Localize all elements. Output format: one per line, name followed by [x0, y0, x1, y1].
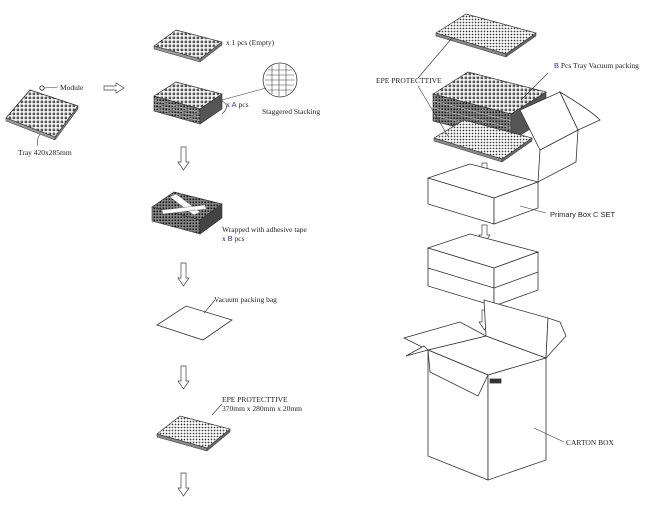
- stack-count-label: x A pcs: [226, 100, 249, 109]
- module-pointer: [39, 85, 59, 91]
- tray-illustration: [5, 89, 79, 141]
- epe-bottom-sheet: [433, 119, 533, 163]
- empty-tray: [153, 29, 223, 63]
- stack-brace: [219, 99, 227, 115]
- epe-left-label: EPE PROTECTTIVE: [222, 395, 288, 404]
- empty-tray-label: x 1 pcs (Empty): [226, 38, 275, 47]
- closed-primary-box: [426, 233, 540, 307]
- arrow-down-icon: [177, 365, 190, 390]
- wrapped-label: Wrapped with adhesive tape: [222, 225, 308, 234]
- stacked-trays: [153, 81, 223, 125]
- module-label: Module: [60, 83, 84, 92]
- primary-box-label: Primary Box C SET: [550, 210, 615, 219]
- epe-right-label: EPE PROTECTTIVE: [376, 76, 442, 85]
- primary-pointer: [519, 205, 547, 214]
- arrow-down-icon: [177, 146, 190, 171]
- vacuum-bag: [156, 299, 233, 341]
- carton-box-label: CARTON BOX: [566, 438, 615, 447]
- wrapped-count-label: x B pcs: [222, 234, 245, 243]
- arrow-down-icon: [177, 262, 190, 287]
- wrapped-stack: [151, 191, 223, 235]
- staggered-detail: [221, 62, 298, 101]
- arrow-right-icon: [103, 82, 125, 94]
- vacuum-pointer: [520, 72, 549, 101]
- epe-top-sheet: [435, 13, 537, 58]
- primary-box: [426, 90, 601, 225]
- arrow-down-icon: [177, 472, 190, 497]
- epe-pad: [156, 403, 231, 452]
- carton-pointer: [533, 427, 565, 443]
- epe-pointer-top: [417, 37, 453, 79]
- tray-pointer: [37, 133, 41, 147]
- staggered-label: Staggered Stacking: [262, 107, 320, 116]
- epe-pointer-bottom: [417, 85, 449, 137]
- tray-label: Tray 420x285mm: [18, 148, 72, 157]
- right-tray-label: B Pcs Tray Vacuum packing: [554, 61, 639, 70]
- vacuum-bag-label: Vacuum packing bag: [214, 295, 277, 304]
- carton-box: [402, 299, 567, 481]
- epe-left-size-label: 370mm x 280mm x 20mm: [222, 404, 302, 413]
